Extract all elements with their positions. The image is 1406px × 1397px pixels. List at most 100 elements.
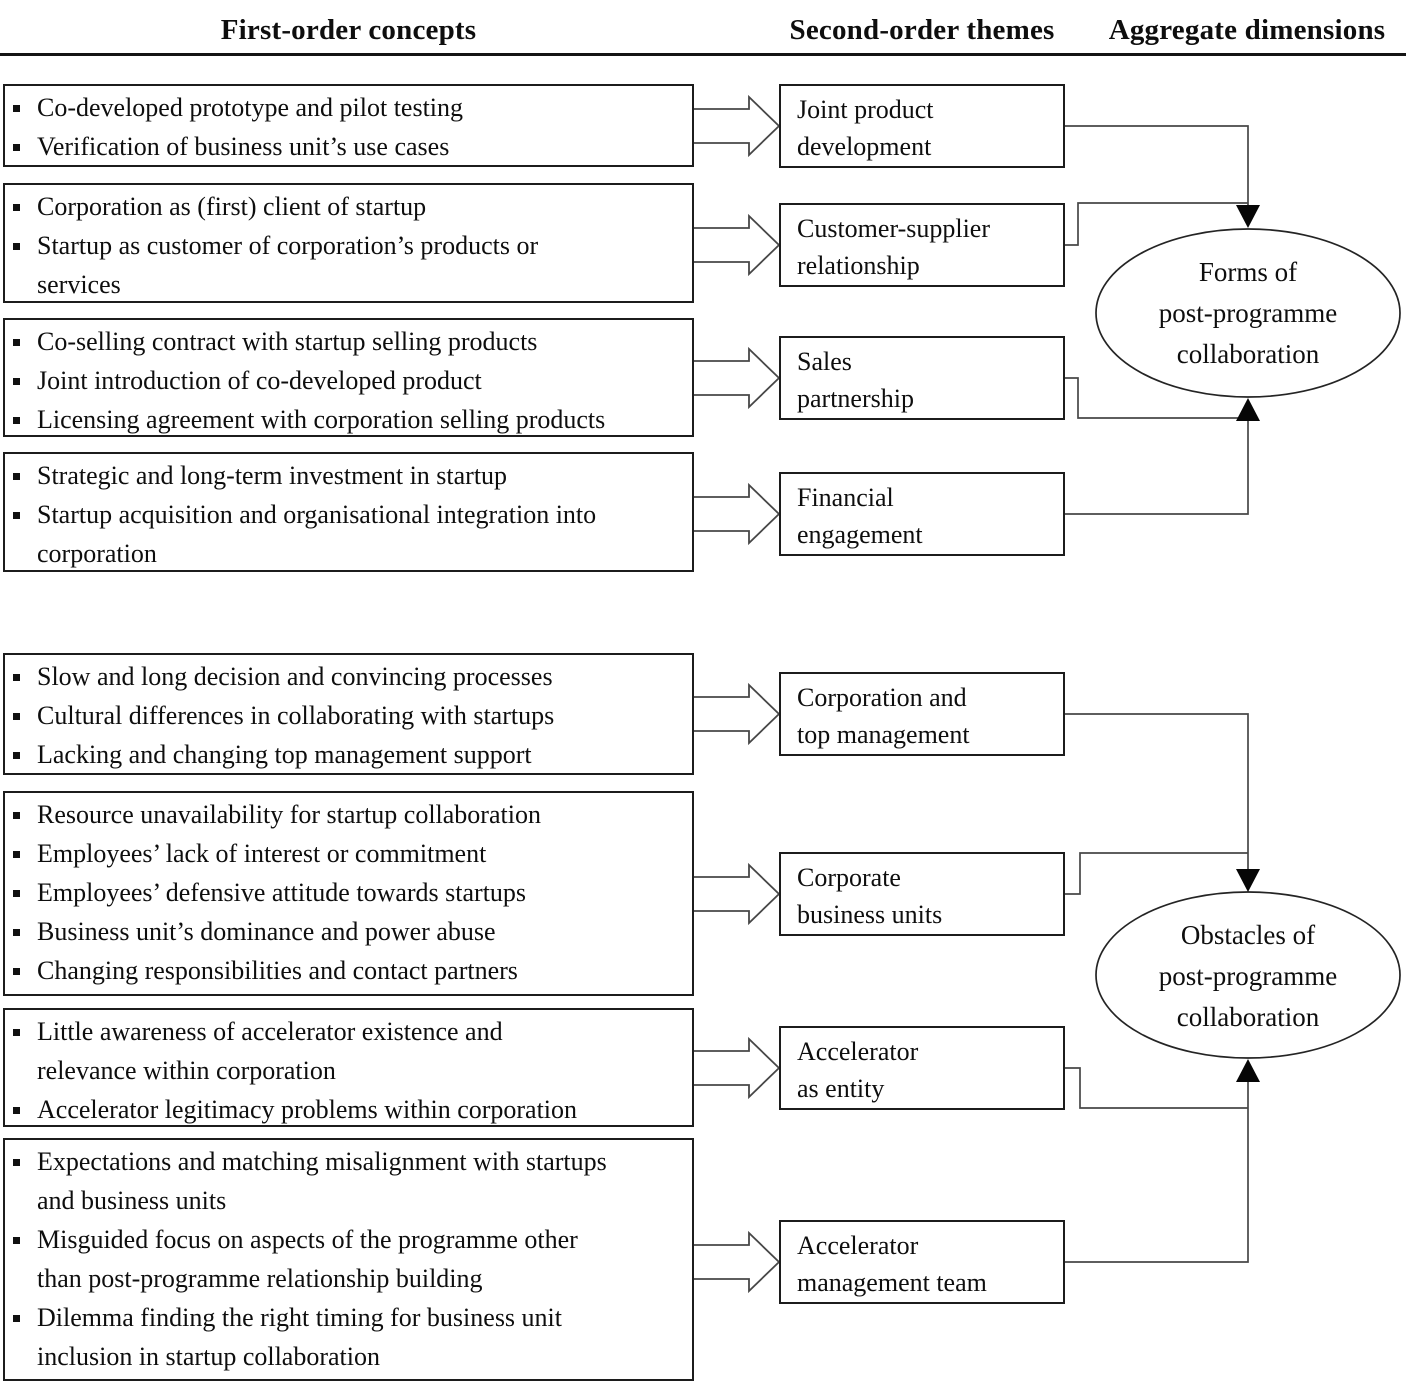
bullet-square-icon — [13, 713, 20, 720]
concept-box-corporate-business-units: Resource unavailability for startup coll… — [3, 791, 694, 996]
theme-label: Customer-supplier relationship — [797, 214, 991, 280]
theme-label: Joint product development — [797, 95, 934, 161]
bullet-text: Co-developed prototype and pilot testing — [37, 93, 464, 122]
bullet-text: Verification of business unit’s use case… — [37, 132, 450, 161]
bullet-text: Misguided focus on aspects of the progra… — [37, 1225, 578, 1293]
bullet-item: Accelerator legitimacy problems within c… — [13, 1090, 686, 1129]
bullet-text: Employees’ defensive attitude towards st… — [37, 878, 527, 907]
bullet-item: Strategic and long-term investment in st… — [13, 456, 686, 495]
bullet-item: Misguided focus on aspects of the progra… — [13, 1220, 686, 1298]
bullet-item: Little awareness of accelerator existenc… — [13, 1012, 686, 1090]
bullet-square-icon — [13, 144, 20, 151]
block-arrow-2-icon — [693, 213, 781, 277]
bullet-text: Employees’ lack of interest or commitmen… — [37, 839, 487, 868]
bullet-item: Licensing agreement with corporation sel… — [13, 400, 686, 439]
column-header-aggregate-dimensions: Aggregate dimensions — [1108, 14, 1386, 46]
bullet-item: Lacking and changing top management supp… — [13, 735, 686, 774]
theme-box-accelerator-management-team: Accelerator management team — [779, 1220, 1065, 1304]
block-arrow-7-icon — [693, 1036, 781, 1100]
bullet-text: Slow and long decision and convincing pr… — [37, 662, 553, 691]
connector-accelerator-as-entity — [1065, 1067, 1248, 1109]
bullet-square-icon — [13, 204, 20, 211]
bullet-square-icon — [13, 1159, 20, 1166]
bullet-square-icon — [13, 105, 20, 112]
concept-box-accelerator-as-entity: Little awareness of accelerator existenc… — [3, 1008, 694, 1127]
block-arrow-4-icon — [693, 482, 781, 546]
bullet-text: Little awareness of accelerator existenc… — [37, 1017, 503, 1085]
dimension-label-forms-of-post-programme-collaboration: Forms of post-programme collaboration — [1096, 229, 1400, 397]
bullet-text: Joint introduction of co-developed produ… — [37, 366, 482, 395]
bullet-text: Licensing agreement with corporation sel… — [37, 405, 606, 434]
theme-box-accelerator-as-entity: Accelerator as entity — [779, 1026, 1065, 1110]
bullet-item: Employees’ lack of interest or commitmen… — [13, 834, 686, 873]
bullet-text: Resource unavailability for startup coll… — [37, 800, 541, 829]
block-arrow-8-icon — [693, 1230, 781, 1294]
bullet-item: Business unit’s dominance and power abus… — [13, 912, 686, 951]
bullet-square-icon — [13, 378, 20, 385]
bullet-item: Employees’ defensive attitude towards st… — [13, 873, 686, 912]
arrowhead-up-top-ellipse-icon — [1236, 398, 1260, 421]
connector-financial-engagement — [1065, 420, 1249, 515]
bullet-item: Expectations and matching misalignment w… — [13, 1142, 686, 1220]
theme-box-corporation-and-top-management: Corporation and top management — [779, 672, 1065, 756]
bullet-text: Cultural differences in collaborating wi… — [37, 701, 555, 730]
bullet-square-icon — [13, 812, 20, 819]
bullet-square-icon — [13, 512, 20, 519]
bullet-item: Co-selling contract with startup selling… — [13, 322, 686, 361]
bullet-item: Dilemma finding the right timing for bus… — [13, 1298, 686, 1376]
bullet-square-icon — [13, 1237, 20, 1244]
bullet-item: Joint introduction of co-developed produ… — [13, 361, 686, 400]
header-divider-rule — [0, 53, 1406, 56]
bullet-square-icon — [13, 1107, 20, 1114]
connector-corporate-business-units — [1065, 852, 1248, 895]
bullet-item: Slow and long decision and convincing pr… — [13, 657, 686, 696]
theme-label: Corporate business units — [797, 863, 943, 929]
theme-box-financial-engagement: Financial engagement — [779, 472, 1065, 556]
bullet-text: Startup acquisition and organisational i… — [37, 500, 597, 568]
bullet-square-icon — [13, 1029, 20, 1036]
bullet-square-icon — [13, 929, 20, 936]
bullet-item: Startup as customer of corporation’s pro… — [13, 226, 686, 304]
dimension-text: Obstacles of post-programme collaboratio… — [1158, 919, 1338, 1032]
concept-box-joint-product-development: Co-developed prototype and pilot testing… — [3, 84, 694, 167]
bullet-item: Co-developed prototype and pilot testing — [13, 88, 686, 127]
block-arrow-3-icon — [693, 346, 781, 410]
bullet-text: Co-selling contract with startup selling… — [37, 327, 538, 356]
arrowhead-down-top-ellipse-icon — [1236, 205, 1260, 228]
bullet-square-icon — [13, 339, 20, 346]
bullet-square-icon — [13, 417, 20, 424]
bullet-item: Startup acquisition and organisational i… — [13, 495, 686, 573]
theme-box-customer-supplier-relationship: Customer-supplier relationship — [779, 203, 1065, 287]
theme-box-sales-partnership: Sales partnership — [779, 336, 1065, 420]
bullet-text: Accelerator legitimacy problems within c… — [37, 1095, 578, 1124]
dimension-label-obstacles-of-post-programme-collaboration: Obstacles of post-programme collaboratio… — [1096, 892, 1400, 1060]
bullet-text: Changing responsibilities and contact pa… — [37, 956, 518, 985]
theme-box-corporate-business-units: Corporate business units — [779, 852, 1065, 936]
bullet-square-icon — [13, 968, 20, 975]
bullet-square-icon — [13, 851, 20, 858]
arrowhead-down-bottom-ellipse-icon — [1236, 869, 1260, 892]
bullet-square-icon — [13, 473, 20, 480]
block-arrow-6-icon — [693, 862, 781, 926]
bullet-square-icon — [13, 243, 20, 250]
concept-box-sales-partnership: Co-selling contract with startup selling… — [3, 318, 694, 437]
bullet-text: Strategic and long-term investment in st… — [37, 461, 508, 490]
theme-label: Accelerator management team — [797, 1231, 987, 1297]
bullet-item: Corporation as (first) client of startup — [13, 187, 686, 226]
bullet-text: Lacking and changing top management supp… — [37, 740, 532, 769]
connector-joint-product-development — [1065, 125, 1249, 206]
bullet-item: Resource unavailability for startup coll… — [13, 795, 686, 834]
theme-box-joint-product-development: Joint product development — [779, 84, 1065, 168]
bullet-square-icon — [13, 674, 20, 681]
column-header-second-order-themes: Second-order themes — [789, 14, 1055, 46]
bullet-item: Changing responsibilities and contact pa… — [13, 951, 686, 990]
bullet-item: Verification of business unit’s use case… — [13, 127, 686, 166]
theme-label: Accelerator as entity — [797, 1037, 919, 1103]
bullet-item: Cultural differences in collaborating wi… — [13, 696, 686, 735]
bullet-text: Business unit’s dominance and power abus… — [37, 917, 496, 946]
bullet-square-icon — [13, 890, 20, 897]
dimension-text: Forms of post-programme collaboration — [1158, 256, 1338, 369]
concept-box-customer-supplier: Corporation as (first) client of startup… — [3, 183, 694, 303]
theme-label: Financial engagement — [797, 483, 923, 549]
